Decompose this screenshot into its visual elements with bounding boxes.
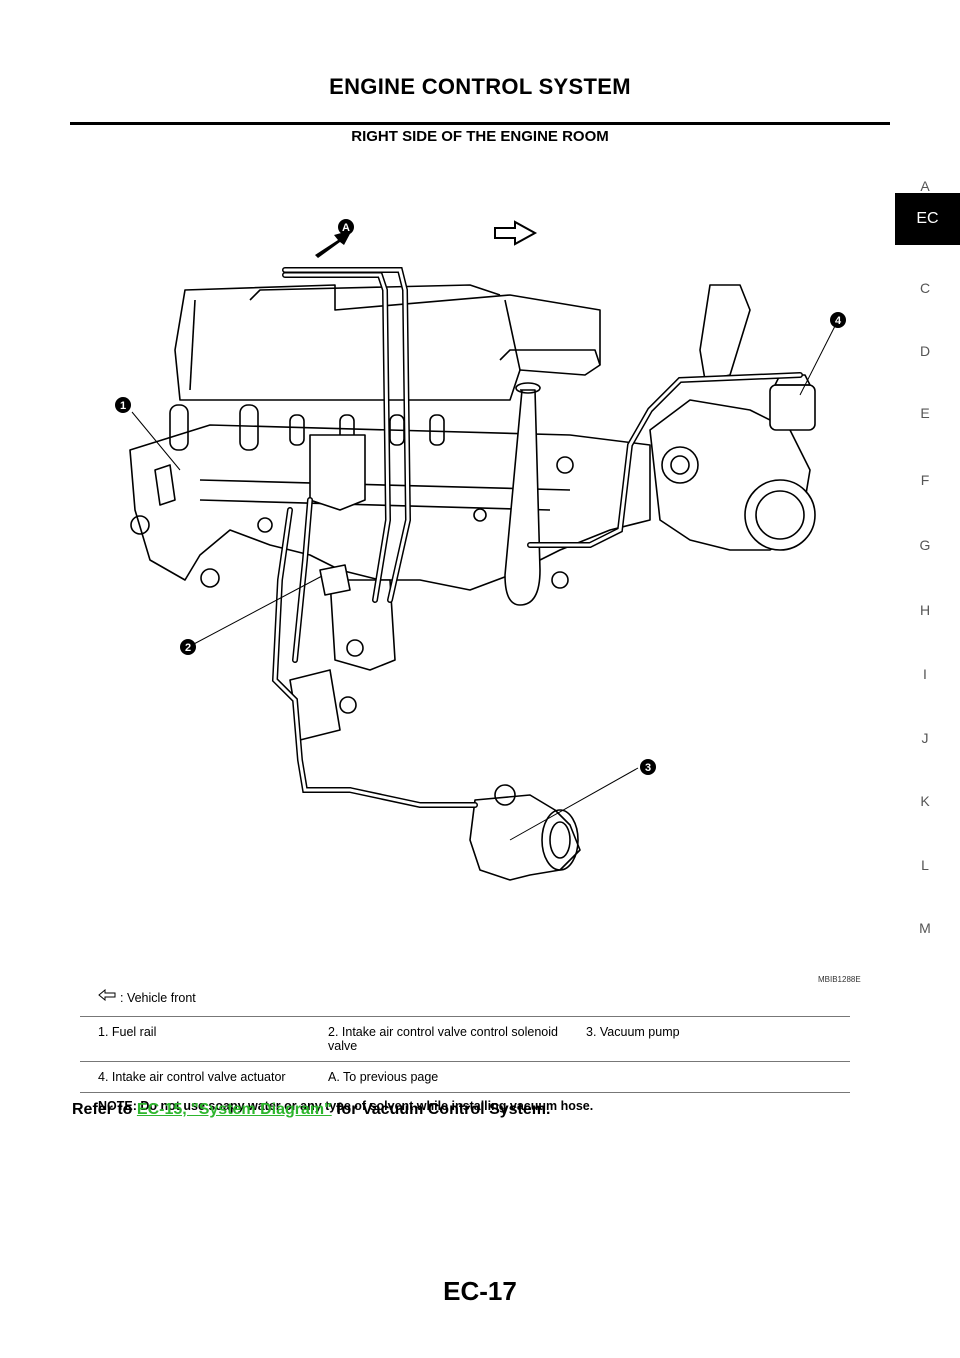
callout-2: 2 bbox=[180, 639, 196, 655]
to-previous-page-arrow bbox=[315, 230, 352, 258]
vehicle-front-legend: : Vehicle front bbox=[80, 988, 850, 1010]
side-index-item-j[interactable]: J bbox=[921, 730, 929, 746]
legend-cell: 4. Intake air control valve actuator bbox=[98, 1070, 286, 1084]
header-rule bbox=[70, 122, 890, 125]
side-index-item-f[interactable]: F bbox=[920, 472, 930, 488]
legend-divider bbox=[80, 1016, 850, 1017]
svg-text:2: 2 bbox=[185, 642, 191, 654]
page-header-title: ENGINE CONTROL SYSTEM bbox=[329, 74, 631, 99]
legend: : Vehicle front 1. Fuel rail 2. Intake a… bbox=[80, 988, 850, 1113]
page-number: EC-17 bbox=[443, 1276, 517, 1306]
side-index-item-m[interactable]: M bbox=[919, 920, 931, 936]
legend-cell bbox=[586, 1068, 850, 1086]
vehicle-front-icon bbox=[98, 989, 116, 1001]
legend-note: NOTE: Do not use soapy water or any type… bbox=[98, 1099, 594, 1113]
refer-line: Refer to EC-15, "System Diagram" for Vac… bbox=[72, 1101, 550, 1119]
legend-row: 4. Intake air control valve actuator A. … bbox=[80, 1068, 850, 1086]
callout-4: 4 bbox=[830, 312, 846, 328]
refer-prefix: Refer to bbox=[72, 1101, 133, 1118]
callout-1: 1 bbox=[115, 397, 131, 413]
side-index-item-d[interactable]: D bbox=[919, 343, 931, 359]
legend-cell: 2. Intake air control valve control sole… bbox=[328, 1025, 558, 1053]
callout-3: 3 bbox=[640, 759, 656, 775]
side-index-item-ec-active[interactable]: EC bbox=[895, 193, 960, 245]
section-title: RIGHT SIDE OF THE ENGINE ROOM bbox=[351, 128, 609, 145]
legend-cell: 3. Vacuum pump bbox=[586, 1025, 680, 1039]
svg-text:A: A bbox=[342, 222, 350, 234]
legend-divider bbox=[80, 1061, 850, 1062]
system-diagram-link[interactable]: EC-15, "System Diagram" bbox=[136, 1101, 332, 1118]
side-index-item-i[interactable]: I bbox=[923, 666, 927, 682]
callout-a: A bbox=[338, 219, 354, 235]
legend-divider bbox=[80, 1092, 850, 1093]
side-index-item-h[interactable]: H bbox=[919, 602, 931, 618]
vehicle-front-label: : Vehicle front bbox=[120, 991, 196, 1005]
side-index-item-a[interactable]: A bbox=[920, 178, 930, 194]
legend-table: 4. Intake air control valve actuator A. … bbox=[80, 1068, 850, 1086]
engine-diagram-svg bbox=[129, 220, 836, 881]
refer-suffix: for Vacuum Control System. bbox=[336, 1101, 551, 1118]
side-index-item-c[interactable]: C bbox=[919, 280, 931, 296]
engine-room-illustration: 1 2 3 4 A bbox=[90, 200, 880, 990]
legend-row: 1. Fuel rail 2. Intake air control valve… bbox=[80, 1023, 850, 1055]
figure-id: MBIB1288E bbox=[818, 975, 861, 984]
svg-text:4: 4 bbox=[835, 315, 842, 327]
svg-text:1: 1 bbox=[120, 400, 126, 412]
side-index-item-k[interactable]: K bbox=[920, 793, 930, 809]
legend-cell: 1. Fuel rail bbox=[98, 1025, 157, 1039]
legend-table: 1. Fuel rail 2. Intake air control valve… bbox=[80, 1023, 850, 1055]
svg-text:3: 3 bbox=[645, 762, 651, 774]
legend-cell: A. To previous page bbox=[328, 1070, 439, 1084]
callout-layer: 1 2 3 4 A bbox=[115, 219, 846, 775]
vehicle-front-arrow bbox=[494, 220, 538, 246]
side-index-item-l[interactable]: L bbox=[921, 857, 929, 873]
side-index-item-e[interactable]: E bbox=[920, 405, 930, 421]
side-index-item-g[interactable]: G bbox=[919, 537, 931, 553]
